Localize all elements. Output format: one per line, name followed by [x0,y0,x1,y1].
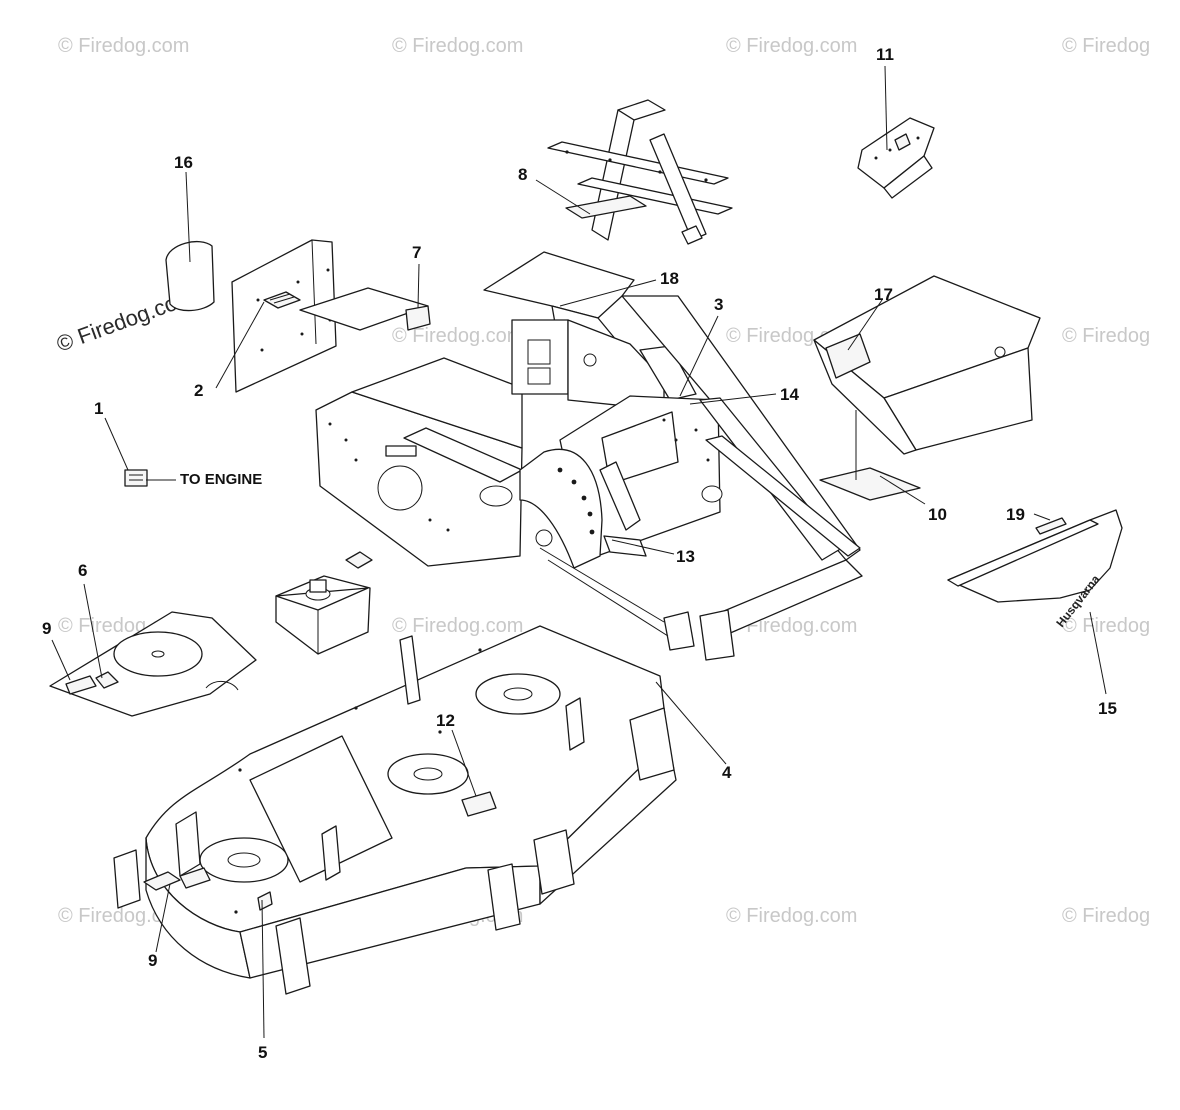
side-panel [165,239,337,393]
callout-9-upper: 9 [42,619,51,638]
callout-2: 2 [194,381,203,400]
callout-3: 3 [714,295,723,314]
callout-18: 18 [660,269,679,288]
callout-7: 7 [412,243,421,262]
callout-12: 12 [436,711,455,730]
callout-6: 6 [78,561,87,580]
watermark: © Firedog.com [392,35,523,57]
decal-part-2 [263,291,301,309]
callout-17: 17 [874,285,893,304]
callout-4: 4 [722,763,732,782]
main-frame [299,251,863,661]
watermark: © Firedog.com [392,325,523,347]
callout-5: 5 [258,1043,267,1062]
callout-10: 10 [928,505,947,524]
callout-13: 13 [676,547,695,566]
mower-deck [113,625,677,995]
callout-19: 19 [1006,505,1025,524]
callout-labels: 16 1 TO ENGINE 2 7 8 18 3 14 13 17 11 10… [42,45,1117,1062]
callout-15: 15 [1098,699,1117,718]
seat-support-frame [547,99,733,245]
decal-part-1 [124,469,148,487]
decal-part-7 [405,305,431,331]
watermark: © Firedog.com [726,905,857,927]
watermark: © Firedog [1062,325,1150,347]
watermark: © Firedog.com [58,35,189,57]
gearbox [275,551,373,655]
to-engine-note: TO ENGINE [180,471,262,488]
callout-11: 11 [876,45,894,64]
watermark: © Firedog.com [392,615,523,637]
side-cover: Husqvarna [947,509,1123,630]
callout-1: 1 [94,399,103,418]
watermark: © Firedog [1062,35,1150,57]
watermark: © Firedog.com [726,35,857,57]
belt-cover [49,611,257,717]
bracket-part [857,117,935,199]
deflector-shield [813,275,1041,501]
callout-8: 8 [518,165,527,184]
callout-16: 16 [174,153,193,172]
watermark: © Firedog [1062,905,1150,927]
leader-lines [51,65,1107,1039]
watermark: © Firedog [1062,615,1150,637]
callout-9-lower: 9 [148,951,157,970]
callout-14: 14 [780,385,799,404]
